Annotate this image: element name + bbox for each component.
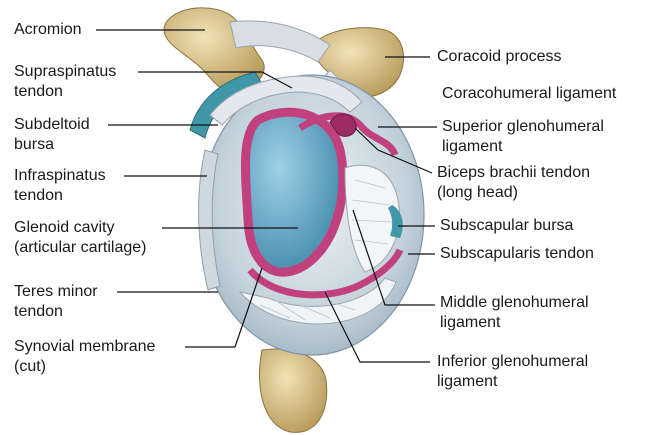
label-supraspinatus: Supraspinatus tendon [14, 62, 116, 102]
scapula-neck [259, 349, 326, 432]
label-middle: Middle glenohumeral ligament [440, 293, 589, 333]
label-teres: Teres minor tendon [14, 282, 98, 322]
label-subscap-tendon: Subscapularis tendon [440, 244, 594, 264]
label-inferior: Inferior glenohumeral ligament [437, 352, 588, 392]
label-infraspinatus: Infraspinatus tendon [14, 166, 106, 206]
label-subscap-bursa: Subscapular bursa [440, 216, 573, 236]
label-synovial: Synovial membrane (cut) [14, 337, 155, 377]
label-acromion: Acromion [14, 20, 82, 40]
label-subdeltoid: Subdeltoid bursa [14, 115, 90, 155]
label-glenoid: Glenoid cavity (articular cartilage) [14, 218, 146, 258]
label-coracoid: Coracoid process [437, 47, 562, 67]
label-coracohumeral: Coracohumeral ligament [442, 84, 616, 104]
label-superior: Superior glenohumeral ligament [442, 117, 604, 157]
label-biceps: Biceps brachii tendon (long head) [437, 163, 590, 203]
